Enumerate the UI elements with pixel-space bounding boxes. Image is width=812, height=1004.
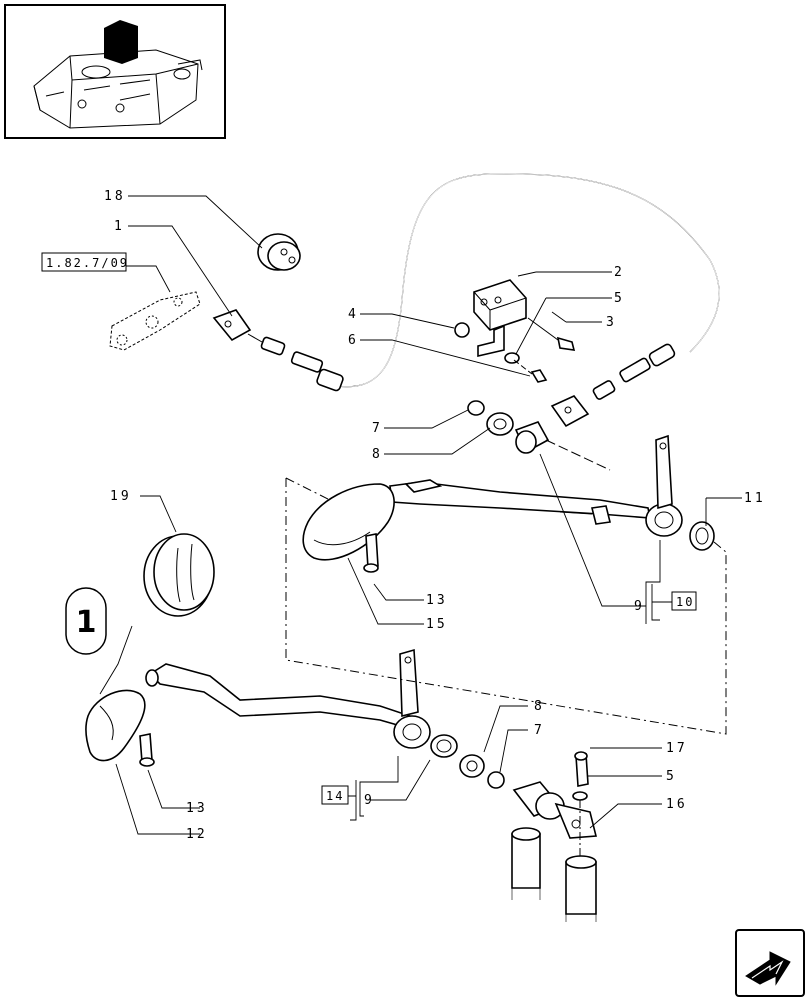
callout-7a: 7 — [372, 421, 383, 436]
assembly-thumbnail — [4, 4, 226, 139]
callout-2: 2 — [614, 265, 625, 280]
callout-5a: 5 — [614, 291, 625, 306]
reference-box-14: 14 — [321, 785, 349, 805]
callout-9b: 9 — [364, 793, 375, 808]
callout-3: 3 — [606, 315, 617, 330]
control-cable — [212, 173, 720, 428]
svg-text:14: 14 — [326, 789, 344, 803]
reference-box-10: 10 — [671, 591, 697, 611]
callout-13a: 13 — [426, 593, 448, 608]
part-2-bracket — [473, 279, 527, 358]
callout-8a: 8 — [372, 447, 383, 462]
callout-12: 12 — [186, 827, 208, 842]
svg-text:1.82.7/09: 1.82.7/09 — [46, 256, 129, 270]
callout-18: 18 — [104, 189, 126, 204]
callout-7b: 7 — [534, 723, 545, 738]
callout-numbers: 18 1 4 6 2 5 3 7 8 11 19 13 15 9 8 7 17 … — [104, 189, 766, 842]
next-page-button[interactable] — [735, 929, 805, 997]
upper-bolt-13 — [363, 533, 379, 573]
callout-19: 19 — [110, 489, 132, 504]
callout-16: 16 — [666, 797, 688, 812]
callout-8b: 8 — [534, 699, 545, 714]
callout-13b: 13 — [186, 801, 208, 816]
callout-1: 1 — [114, 219, 125, 234]
svg-text:1: 1 — [76, 605, 97, 640]
reference-bracket — [109, 291, 201, 351]
bracket-fasteners — [454, 317, 576, 383]
callout-5b: 5 — [666, 769, 677, 784]
lower-bushing-washer-clip — [430, 734, 505, 789]
upper-clip-washer-bushing — [467, 400, 611, 471]
callout-6: 6 — [348, 333, 359, 348]
upper-hand-lever — [302, 434, 715, 561]
view-marker: 1 — [65, 587, 107, 655]
group-boundary — [285, 478, 727, 735]
leader-lines — [99, 195, 742, 835]
part-19-knob-cover — [143, 533, 215, 617]
lower-hand-lever — [85, 648, 431, 767]
shaft-stubs — [511, 827, 597, 922]
callout-15: 15 — [426, 617, 448, 632]
svg-text:10: 10 — [676, 595, 694, 609]
callout-4: 4 — [348, 307, 359, 322]
reference-box-top: 1.82.7/09 — [41, 252, 129, 272]
part-18-grommet — [257, 233, 301, 271]
callout-11: 11 — [744, 491, 766, 506]
callout-9a: 9 — [634, 599, 645, 614]
part-16-cable-end — [512, 751, 598, 862]
callout-17: 17 — [666, 741, 688, 756]
